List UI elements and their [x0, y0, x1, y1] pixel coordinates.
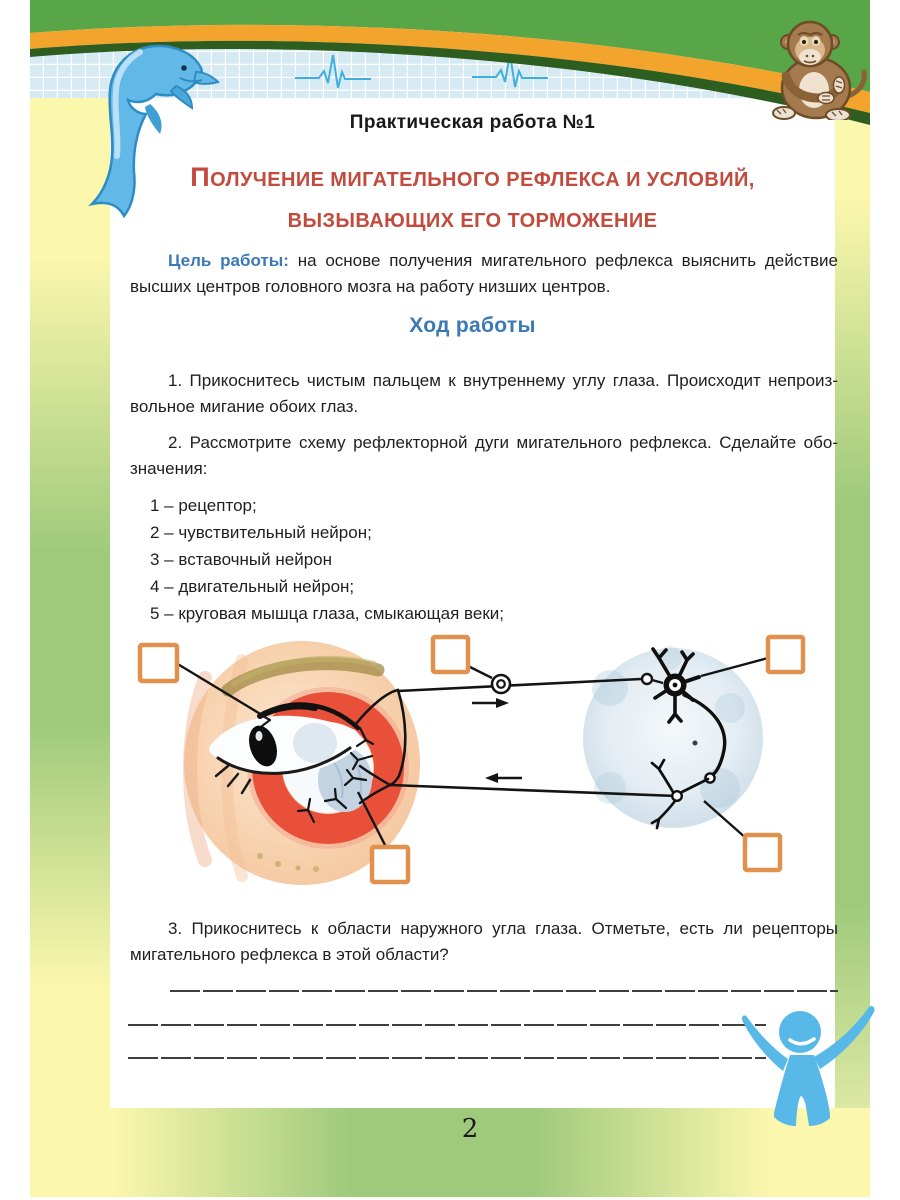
header-dark-green-wave: [30, 40, 870, 125]
answer-line-1[interactable]: [170, 966, 838, 992]
step-2-line1: 2. Рассмотрите схему рефлекторной дуги м…: [168, 433, 838, 452]
monkey-illustration: [772, 20, 867, 120]
label-pointer-lines: [175, 656, 769, 848]
step-1-line2: вольное мигание обоих глаз.: [130, 397, 359, 416]
procedure-heading: Ход работы: [409, 314, 536, 337]
answer-box-interneuron[interactable]: [765, 634, 806, 675]
answer-line-2[interactable]: [128, 1000, 766, 1026]
legend-item-receptor: 1 – рецептор;: [150, 496, 257, 515]
sensory-nerve-line: [397, 677, 642, 693]
motor-neuron: [650, 758, 710, 830]
right-border-strip: [835, 98, 870, 1108]
eyelashes: [214, 764, 252, 795]
legend-item-sensory-neuron: 2 – чувствительный нейрон;: [150, 523, 372, 542]
goal-text-line1: на основе получения мигательного рефлекс…: [297, 251, 838, 270]
eye-opening: [209, 702, 361, 795]
header-green-field: [30, 0, 870, 92]
left-border-strip: [30, 96, 110, 1108]
step-2-line2: значения:: [130, 459, 208, 478]
legend-item-eye-muscle: 5 – круговая мышца глаза, смыкающая веки…: [150, 604, 504, 623]
answer-line-3[interactable]: [128, 1033, 766, 1059]
legend-list: 1 – рецептор; 2 – чувствительный нейрон;…: [150, 492, 810, 627]
answer-box-eye-muscle[interactable]: [369, 844, 411, 885]
answer-box-motor-neuron[interactable]: [742, 832, 783, 873]
person-illustration: [741, 1005, 875, 1126]
section-heading: ПОЛУЧЕНИЕ МИГАТЕЛЬНОГО РЕФЛЕКСА И УСЛОВИ…: [110, 157, 835, 242]
answer-box-receptor[interactable]: [137, 642, 180, 684]
bottom-border-band: [30, 1108, 870, 1197]
motor-nerve-line: [389, 783, 678, 798]
step-1-paragraph: 1. Прикоснитесь чистым пальцем к внутрен…: [130, 368, 838, 420]
step-3-line2: мигательного рефлекса в этой области?: [130, 945, 449, 964]
arrow-left-icon: [485, 773, 498, 783]
iris: [318, 748, 372, 812]
answer-box-sensory-neuron[interactable]: [430, 634, 471, 675]
interneuron: [651, 647, 727, 784]
arrow-right-icon: [496, 698, 509, 708]
goal-text-line2: высших центров головного мозга на работу…: [130, 277, 611, 296]
step-2-paragraph: 2. Рассмотрите схему рефлекторной дуги м…: [130, 430, 838, 482]
goal-label: Цель работы:: [168, 251, 289, 270]
interneuron-axon: [682, 693, 727, 777]
section-heading-line2: ВЫЗЫВАЮЩИХ ЕГО ТОРМОЖЕНИЕ: [287, 210, 658, 232]
section-heading-line1: ПОЛУЧЕНИЕ МИГАТЕЛЬНОГО РЕФЛЕКСА И УСЛОВИ…: [190, 162, 755, 192]
page-number: 2: [461, 1114, 479, 1144]
legend-item-interneuron: 3 – вставочный нейрон: [150, 550, 332, 569]
page-title: Практическая работа №1: [349, 112, 596, 133]
step-3-paragraph: 3. Прикоснитесь к области наружного угла…: [130, 916, 838, 968]
goal-paragraph: Цель работы: на основе получения мигател…: [130, 248, 838, 300]
brain-section: [583, 646, 763, 828]
nerve-pathways: [389, 672, 678, 798]
header-orange-wave: [30, 24, 870, 113]
step-1-line1: 1. Прикоснитесь чистым пальцем к внутрен…: [168, 371, 838, 390]
reflex-arc-diagram: [137, 634, 806, 885]
step-3-line1: 3. Прикоснитесь к области наружного угла…: [168, 919, 838, 938]
dolphin-illustration: [88, 44, 220, 219]
legend-item-motor-neuron: 4 – двигательный нейрон;: [150, 577, 355, 596]
